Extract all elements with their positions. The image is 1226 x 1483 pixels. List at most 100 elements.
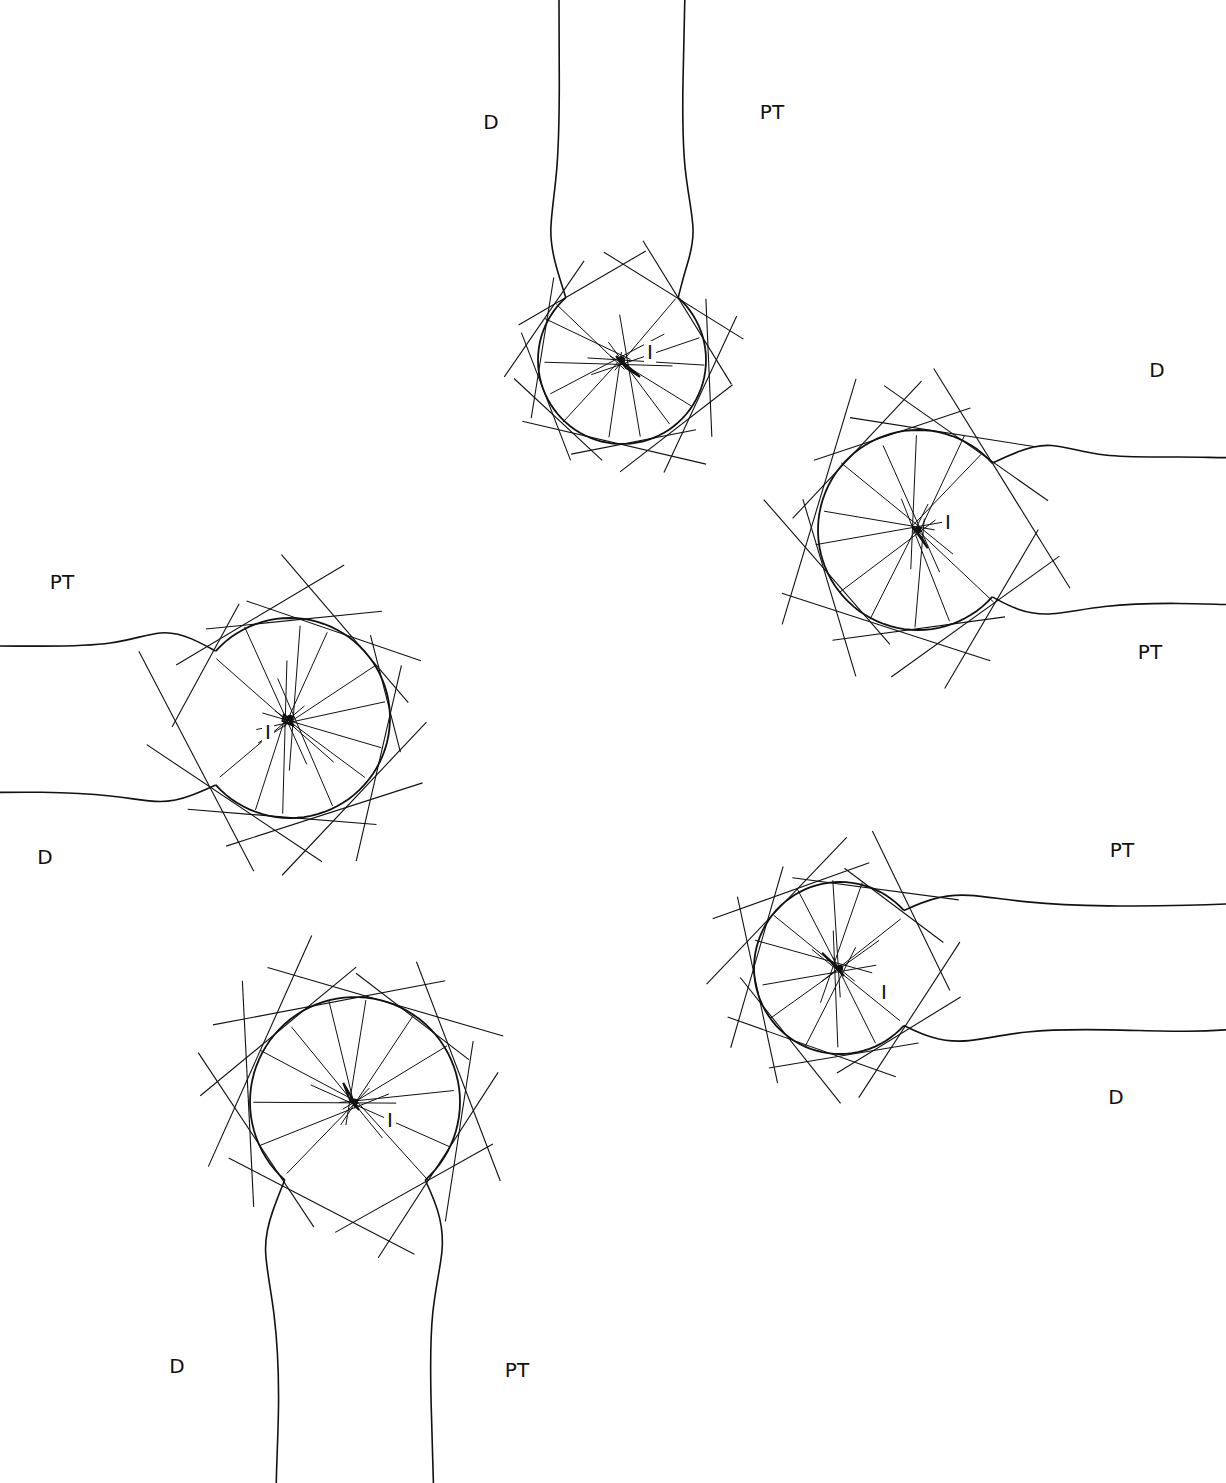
center-construction bbox=[343, 1083, 359, 1110]
tangent-line bbox=[740, 977, 840, 1103]
tangent-line bbox=[188, 809, 377, 824]
tangent-line bbox=[833, 617, 1006, 640]
tangent-line bbox=[934, 368, 1070, 588]
radius-line bbox=[833, 957, 876, 1043]
tangent-line bbox=[850, 418, 1036, 447]
tangent-line bbox=[737, 897, 777, 1083]
tangent-line bbox=[521, 333, 570, 461]
part-label: I bbox=[644, 341, 656, 363]
center-dot bbox=[838, 966, 843, 971]
tangent-line bbox=[620, 385, 733, 472]
tangent-line bbox=[571, 430, 696, 454]
radius-line bbox=[820, 882, 862, 1002]
radius-line bbox=[289, 626, 300, 771]
tangent-line bbox=[268, 968, 504, 1037]
tangent-line bbox=[884, 386, 1048, 501]
tangent-line bbox=[793, 381, 922, 518]
tangent-line bbox=[514, 378, 602, 460]
part-label: D bbox=[483, 111, 498, 133]
radius-line bbox=[343, 1046, 447, 1109]
part-label: PT bbox=[505, 1359, 529, 1381]
tangent-line bbox=[445, 1041, 473, 1221]
part-label: PT bbox=[50, 571, 74, 593]
radius-line bbox=[608, 342, 669, 424]
articular-outline bbox=[754, 882, 904, 1054]
tangent-line bbox=[416, 962, 500, 1181]
radius-line bbox=[797, 888, 838, 967]
tangent-line bbox=[872, 831, 949, 991]
part-label: D bbox=[1149, 359, 1164, 381]
shaft-outline bbox=[266, 1180, 285, 1483]
radius-line bbox=[911, 435, 917, 569]
tangent-line bbox=[707, 837, 847, 984]
tangent-line bbox=[356, 665, 401, 861]
radius-line bbox=[774, 915, 855, 981]
tangent-line bbox=[792, 878, 958, 900]
tangent-line bbox=[782, 379, 856, 624]
radius-line bbox=[256, 702, 385, 730]
tangent-line bbox=[282, 722, 426, 875]
center-construction bbox=[912, 526, 928, 548]
tangent-line bbox=[519, 251, 646, 325]
tangent-line bbox=[522, 421, 706, 464]
shaft-outline bbox=[678, 0, 693, 298]
part-label: I bbox=[262, 721, 274, 743]
shaft-outline bbox=[425, 1180, 442, 1483]
shaft-outline bbox=[551, 0, 566, 298]
radius-line bbox=[220, 706, 305, 777]
radius-line bbox=[755, 940, 872, 973]
part-label: D bbox=[169, 1355, 184, 1377]
tangent-line bbox=[604, 252, 744, 339]
part-label: PT bbox=[1110, 839, 1134, 861]
tangent-line bbox=[172, 604, 239, 727]
center-dot bbox=[916, 528, 921, 533]
tangent-line bbox=[837, 997, 961, 1073]
radius-line bbox=[311, 1085, 450, 1147]
tangent-line bbox=[664, 316, 737, 473]
bone-figure bbox=[504, 0, 743, 473]
shaft-outline bbox=[0, 785, 216, 802]
articular-outline bbox=[250, 997, 460, 1180]
bone-figure bbox=[707, 831, 1226, 1103]
tangent-line bbox=[769, 1043, 919, 1068]
tangent-line bbox=[945, 529, 1039, 688]
tangent-line bbox=[706, 299, 712, 437]
radius-line bbox=[260, 1094, 389, 1145]
tangent-line bbox=[335, 1144, 493, 1232]
tangent-line bbox=[782, 593, 990, 661]
center-construction bbox=[822, 953, 844, 976]
radius-line bbox=[615, 299, 676, 371]
radius-line bbox=[557, 304, 625, 369]
tangent-line bbox=[814, 408, 970, 460]
radius-line bbox=[287, 1088, 370, 1174]
radius-line bbox=[262, 713, 381, 748]
tangent-line bbox=[206, 611, 382, 629]
part-label: D bbox=[1108, 1086, 1123, 1108]
part-label: PT bbox=[760, 101, 784, 123]
center-construction bbox=[616, 356, 640, 377]
radius-line bbox=[833, 880, 840, 997]
radius-line bbox=[914, 527, 994, 602]
shaft-outline bbox=[0, 633, 216, 651]
radius-line bbox=[283, 660, 287, 813]
radius-line bbox=[870, 504, 928, 619]
tangent-line bbox=[229, 1158, 415, 1254]
bone-figure bbox=[0, 555, 426, 876]
radius-line bbox=[822, 919, 901, 981]
shaft-outline bbox=[992, 597, 1226, 614]
tangent-line bbox=[208, 935, 311, 1166]
tangent-line bbox=[378, 1072, 498, 1257]
shaft-outline bbox=[904, 1026, 1226, 1042]
tangent-line bbox=[139, 651, 254, 871]
radius-line bbox=[591, 338, 699, 375]
bone-figure bbox=[198, 935, 503, 1483]
part-label: I bbox=[878, 981, 890, 1003]
center-dot bbox=[353, 1100, 358, 1105]
tangent-line bbox=[242, 981, 253, 1207]
center-construction bbox=[283, 714, 294, 726]
center-dot bbox=[620, 358, 625, 363]
radius-line bbox=[275, 711, 365, 778]
part-label: PT bbox=[1138, 641, 1162, 663]
